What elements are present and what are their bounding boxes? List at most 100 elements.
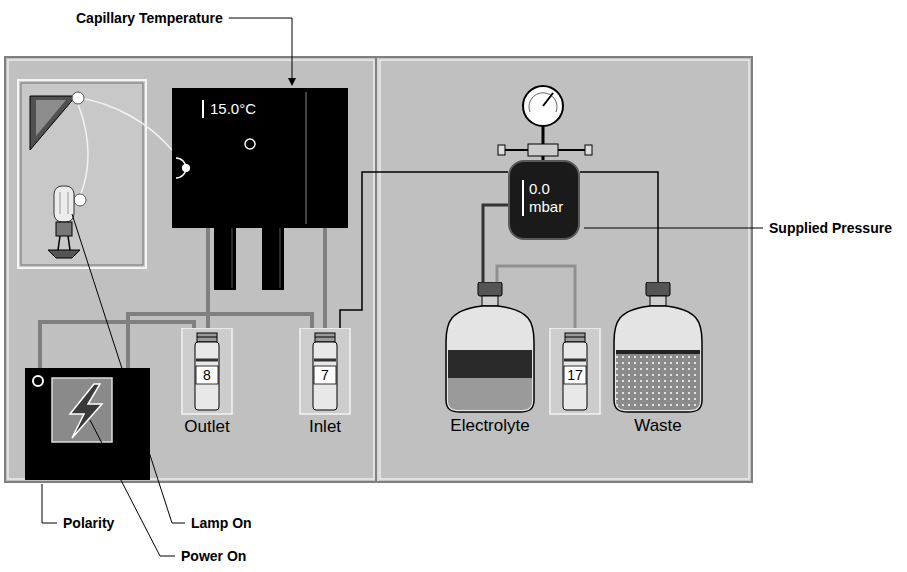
- electrolyte-bottle-drawing: [440, 282, 540, 414]
- lamp-symbol: [54, 186, 74, 222]
- lamp-symbol: [56, 222, 72, 236]
- tubing-line: [580, 172, 658, 282]
- high-voltage-supply: [52, 378, 112, 442]
- electrode-wires: [40, 314, 312, 368]
- lamp-symbol: [36, 100, 66, 136]
- bottle-label: Waste: [608, 416, 708, 436]
- waste-bottle-drawing: [616, 350, 700, 354]
- capillary-legs: [280, 228, 281, 288]
- electrolyte-bottle: Electrolyte: [440, 282, 540, 442]
- leader-line: [584, 228, 763, 229]
- waste-bottle-drawing: [608, 282, 708, 414]
- capillary-legs: [214, 224, 284, 290]
- lamp-symbol: [18, 80, 146, 268]
- capillary-legs: [214, 224, 236, 290]
- pressure-gauge: [528, 144, 558, 156]
- waste-bottle-drawing: [616, 352, 700, 410]
- lamp-symbol: [72, 92, 84, 104]
- lamp-symbol: [60, 192, 68, 214]
- capillary-cassette-drawing: [172, 88, 348, 228]
- vial-number: 17: [548, 366, 602, 384]
- lamp-symbol: [48, 250, 80, 258]
- outlet-vial-drawing: [197, 333, 217, 342]
- capillary-cassette-drawing: [245, 139, 255, 149]
- pressure-gauge: [529, 93, 557, 112]
- electrolyte-bottle-drawing: [448, 378, 532, 410]
- outlet-vial-drawing: [196, 359, 218, 362]
- tubing-line: [206, 228, 210, 328]
- callout-label: Supplied Pressure: [768, 219, 893, 237]
- tubing-line: [340, 172, 508, 328]
- leader-line: [90, 420, 175, 556]
- vial-number: 7: [298, 366, 352, 384]
- high-voltage-supply: [70, 384, 102, 438]
- electrolyte-bottle-drawing: [446, 306, 534, 412]
- temperature-readout: 15.0°C: [202, 100, 256, 118]
- inlet-vial-drawing: [315, 333, 335, 342]
- capillary-cassette-drawing: [182, 164, 190, 172]
- lamp-symbol: [30, 96, 76, 150]
- capillary-cassette: 15.0°C: [172, 88, 348, 228]
- waste-bottle-drawing: [614, 306, 702, 412]
- capillary-cassette-drawing: [172, 88, 348, 228]
- pressure-gauge: [504, 149, 528, 151]
- instrument-panel: [5, 57, 752, 482]
- high-voltage-supply: [25, 368, 150, 480]
- instrument-panel: [8, 60, 374, 479]
- high-voltage-supply: [25, 368, 150, 480]
- pressure-gauge: [523, 86, 563, 126]
- vial-number: 8: [180, 366, 234, 384]
- callout-label: Power On: [180, 547, 247, 565]
- leader-line: [72, 214, 185, 523]
- waste-bottle-drawing: [646, 282, 670, 296]
- pressure-gauge: [585, 145, 592, 155]
- lamp-symbol: [18, 80, 172, 268]
- high-voltage-supply: [33, 376, 43, 386]
- electrolyte-bottle-drawing: [448, 350, 532, 378]
- inlet-vial: 7Inlet: [298, 328, 352, 440]
- inlet-vial-drawing: [314, 359, 336, 362]
- instrument-panel: [375, 58, 377, 481]
- instrument-panel: [5, 57, 752, 482]
- vial-label: Inlet: [298, 417, 352, 437]
- callout-label: Capillary Temperature: [75, 9, 224, 27]
- electrolyte-bottle-drawing: [482, 296, 498, 306]
- inlet-vial-drawing: [315, 337, 335, 338]
- vial-label: Outlet: [180, 417, 234, 437]
- electrolyte-vial-drawing: [565, 337, 585, 338]
- lamp-symbol: [21, 83, 143, 265]
- leader-line: [229, 18, 292, 80]
- instrument-panel: [380, 60, 749, 479]
- pressure-readout: 0.0 mbar: [522, 180, 573, 216]
- lamp-symbol: [74, 194, 86, 206]
- pressure-gauge: [558, 149, 586, 151]
- electrolyte-vial-drawing: [564, 359, 586, 362]
- callout-label: Polarity: [62, 514, 115, 532]
- leader-line: [42, 18, 763, 556]
- electrolyte-bottle-drawing: [478, 282, 502, 296]
- waste-bottle-drawing: [616, 352, 700, 410]
- waste-bottle: Waste: [608, 282, 708, 442]
- outlet-vial: 8Outlet: [180, 328, 234, 440]
- instrument-panel: [378, 58, 379, 481]
- callout-label: Lamp On: [190, 514, 253, 532]
- lamp-symbol: [78, 104, 88, 196]
- pressure-gauge: [543, 93, 553, 106]
- pressure-gauge: [498, 145, 505, 155]
- pressure-display: 0.0 mbar: [508, 160, 580, 240]
- lamp-symbol: [80, 98, 172, 150]
- leader-arrow: [288, 78, 296, 86]
- pressure-gauge: [498, 86, 592, 160]
- electrolyte-vial: 17: [548, 328, 602, 418]
- capillary-cassette-drawing: [305, 92, 307, 224]
- capillary-legs: [262, 224, 284, 290]
- electrolyte-vial-drawing: [565, 333, 585, 342]
- outlet-vial-drawing: [197, 337, 217, 338]
- waste-bottle-drawing: [650, 296, 666, 306]
- tubing-line: [323, 228, 327, 328]
- bottle-label: Electrolyte: [440, 416, 540, 436]
